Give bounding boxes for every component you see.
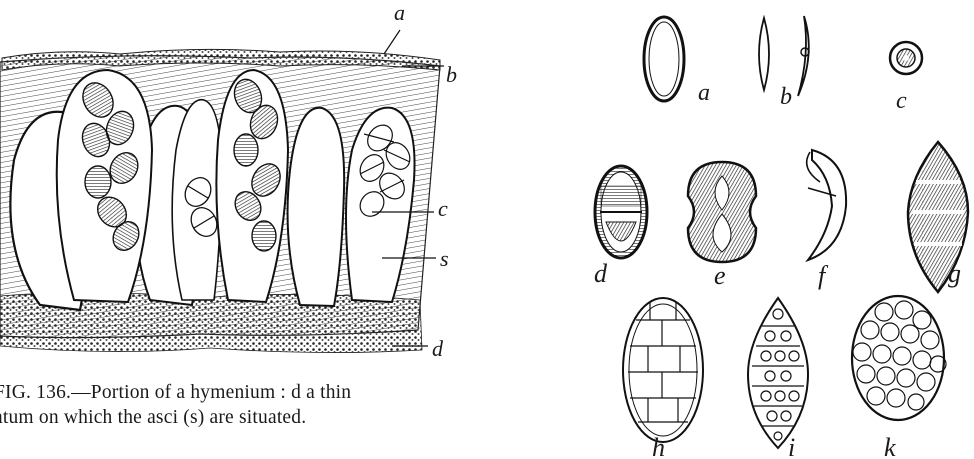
label-136-a: a bbox=[394, 0, 405, 25]
spore-h bbox=[623, 298, 703, 442]
label-136-b: b bbox=[446, 62, 457, 87]
label-spore-d: d bbox=[594, 259, 608, 288]
spore-i bbox=[748, 298, 808, 448]
spore-d bbox=[595, 166, 647, 258]
spore-e bbox=[688, 162, 756, 262]
label-spore-k: k bbox=[884, 433, 896, 459]
label-spore-i: i bbox=[788, 433, 795, 459]
label-spore-c: c bbox=[896, 88, 907, 114]
label-136-s: s bbox=[440, 246, 449, 271]
spore-f bbox=[807, 150, 846, 260]
hymenium-figure: a b c s d bbox=[0, 0, 457, 361]
leader-a bbox=[384, 30, 400, 54]
figure-caption: FIG. 136.—Portion of a hymenium : d a th… bbox=[0, 380, 414, 430]
label-136-d: d bbox=[432, 336, 444, 361]
caption-line-1: FIG. 136.—Portion of a hymenium : d a th… bbox=[0, 380, 414, 405]
label-spore-h: h bbox=[652, 433, 665, 459]
label-spore-b: b bbox=[780, 84, 792, 110]
spore-b-1 bbox=[759, 18, 769, 90]
ascus-empty-3 bbox=[288, 108, 345, 306]
spore-a bbox=[644, 17, 684, 101]
label-spore-a: a bbox=[698, 80, 710, 106]
label-spore-e: e bbox=[714, 261, 726, 290]
caption-line-2: atum on which the asci (s) are situated. bbox=[0, 405, 414, 430]
label-spore-f: f bbox=[818, 261, 829, 290]
label-136-c: c bbox=[438, 196, 448, 221]
spore-figure: a b c d e f g h i k bbox=[594, 16, 968, 459]
label-spore-g: g bbox=[948, 259, 961, 288]
spore-k bbox=[852, 296, 946, 420]
